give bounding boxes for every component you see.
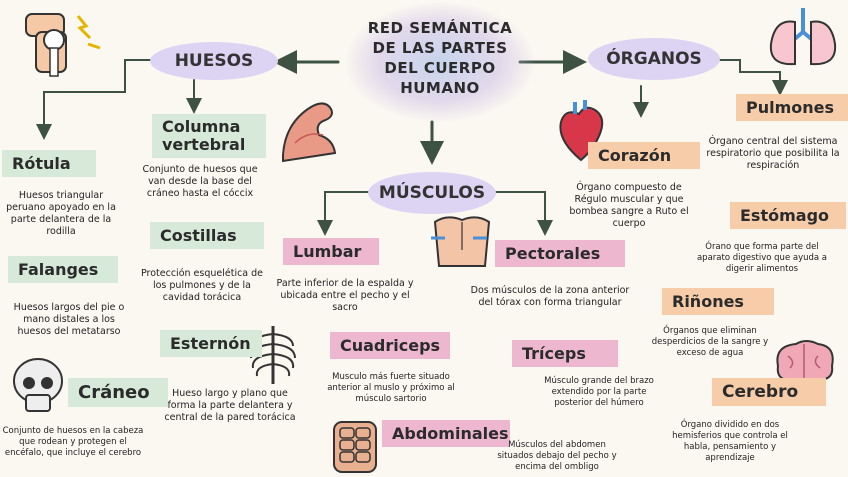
lumbar-description: Parte inferior de la espalda y ubicada e… xyxy=(276,278,414,313)
cuadriceps-description: Musculo más fuerte situado anterior al m… xyxy=(327,372,455,404)
estomago-description: Órano que forma parte del aparato digest… xyxy=(696,242,828,274)
abdominales-label: Abdominales xyxy=(382,420,510,447)
torso-icon xyxy=(431,216,491,267)
corazon-label: Corazón xyxy=(588,142,700,169)
skull-icon xyxy=(13,358,63,412)
pectorales-description: Dos músculos de la zona anterior del tór… xyxy=(470,285,630,308)
title-background xyxy=(345,2,535,122)
craneo-label: Cráneo xyxy=(68,378,168,407)
line-musculos-pectorales xyxy=(491,191,553,236)
estomago-label: Estómago xyxy=(730,202,846,229)
esternon-label: Esternón xyxy=(160,330,262,357)
knee-joint-icon xyxy=(25,13,101,77)
triceps-description: Músculo grande del brazo extendido por l… xyxy=(544,376,654,408)
corazon-description: Órgano compuesto de Régulo muscular y qu… xyxy=(569,182,689,229)
columna-label: Columna vertebral xyxy=(152,114,266,158)
triceps-label: Tríceps xyxy=(512,340,618,367)
costillas-description: Protección esquelética de los pulmones y… xyxy=(140,268,264,303)
pulmones-label: Pulmones xyxy=(736,94,848,121)
line-musculos-lumbar xyxy=(317,191,373,236)
category-huesos: HUESOS xyxy=(150,42,278,80)
pectorales-label: Pectorales xyxy=(495,240,625,267)
abdominales-description: Músculos del abdomen situados debajo del… xyxy=(497,440,617,472)
page-title: RED SEMÁNTICA DE LAS PARTES DEL CUERPO H… xyxy=(367,19,513,97)
craneo-description: Conjunto de huesos en la cabeza que rode… xyxy=(2,426,144,458)
abs-icon xyxy=(333,421,377,473)
falanges-label: Falanges xyxy=(8,256,118,283)
falanges-description: Huesos largos del pie o mano distales a … xyxy=(13,302,125,337)
rinones-description: Órganos que eliminan desperdicios de la … xyxy=(651,326,769,358)
line-huesos-rotula xyxy=(36,59,151,140)
category-organos: ÓRGANOS xyxy=(588,38,720,80)
rinones-label: Riñones xyxy=(662,288,774,315)
cerebro-label: Cerebro xyxy=(712,378,826,406)
line-organos-pulmones xyxy=(719,59,788,96)
flexed-arm-icon xyxy=(282,102,337,163)
rotula-label: Rótula xyxy=(2,150,96,177)
category-musculos: MÚSCULOS xyxy=(368,172,496,214)
columna-description: Conjunto de huesos que van desde la base… xyxy=(142,164,258,199)
lungs-icon xyxy=(769,8,837,66)
costillas-label: Costillas xyxy=(150,222,264,249)
cerebro-description: Órgano dividido en dos hemisferios que c… xyxy=(672,420,788,463)
pulmones-description: Órgano central del sistema respiratorio … xyxy=(706,136,840,171)
esternon-description: Hueso largo y plano que forma la parte d… xyxy=(164,388,296,423)
rotula-description: Huesos triangular peruano apoyado en la … xyxy=(6,190,116,237)
cuadriceps-label: Cuadriceps xyxy=(330,332,450,359)
lumbar-label: Lumbar xyxy=(283,238,379,265)
